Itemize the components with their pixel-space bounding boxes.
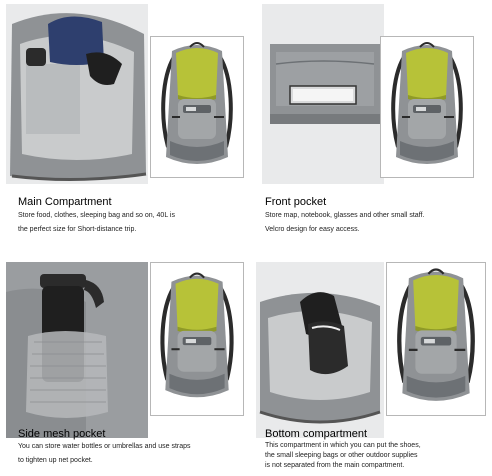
- section-description-line: the small sleeping bags or other outdoor…: [265, 452, 418, 459]
- section-description-line: the perfect size for Short-distance trip…: [18, 226, 137, 233]
- side-mesh-pocket-photo: [6, 262, 148, 438]
- section-title: Bottom compartment: [265, 428, 368, 440]
- section-description-line: Velcro design for easy access.: [265, 226, 360, 233]
- backpack-thumbnail: [150, 36, 244, 178]
- section-description-line: to tighten up net pocket.: [18, 457, 93, 464]
- section-description-line: Store map, notebook, glasses and other s…: [265, 212, 425, 219]
- section-title: Main Compartment: [18, 196, 112, 208]
- section-title: Side mesh pocket: [18, 428, 106, 440]
- section-title: Front pocket: [265, 196, 327, 208]
- front-pocket-photo: [262, 4, 384, 184]
- backpack-thumbnail: [150, 262, 244, 416]
- bottom-compartment-photo: [256, 262, 384, 438]
- section-description-line: You can store water bottles or umbrellas…: [18, 443, 191, 450]
- section-description-line: Store food, clothes, sleeping bag and so…: [18, 212, 175, 219]
- backpack-thumbnail: [386, 262, 486, 416]
- main-compartment-photo: [6, 4, 148, 184]
- section-description-line: This compartment in which you can put th…: [265, 442, 421, 449]
- section-description-line: is not separated from the main compartme…: [265, 462, 405, 469]
- section-bottom-compartment: Bottom compartment This compartment in w…: [246, 238, 492, 476]
- section-front-pocket: Front pocket Store map, notebook, glasse…: [246, 0, 492, 238]
- section-side-mesh-pocket: Side mesh pocket You can store water bot…: [0, 238, 246, 476]
- section-main-compartment: Main Compartment Store food, clothes, sl…: [0, 0, 246, 238]
- backpack-thumbnail: [380, 36, 474, 178]
